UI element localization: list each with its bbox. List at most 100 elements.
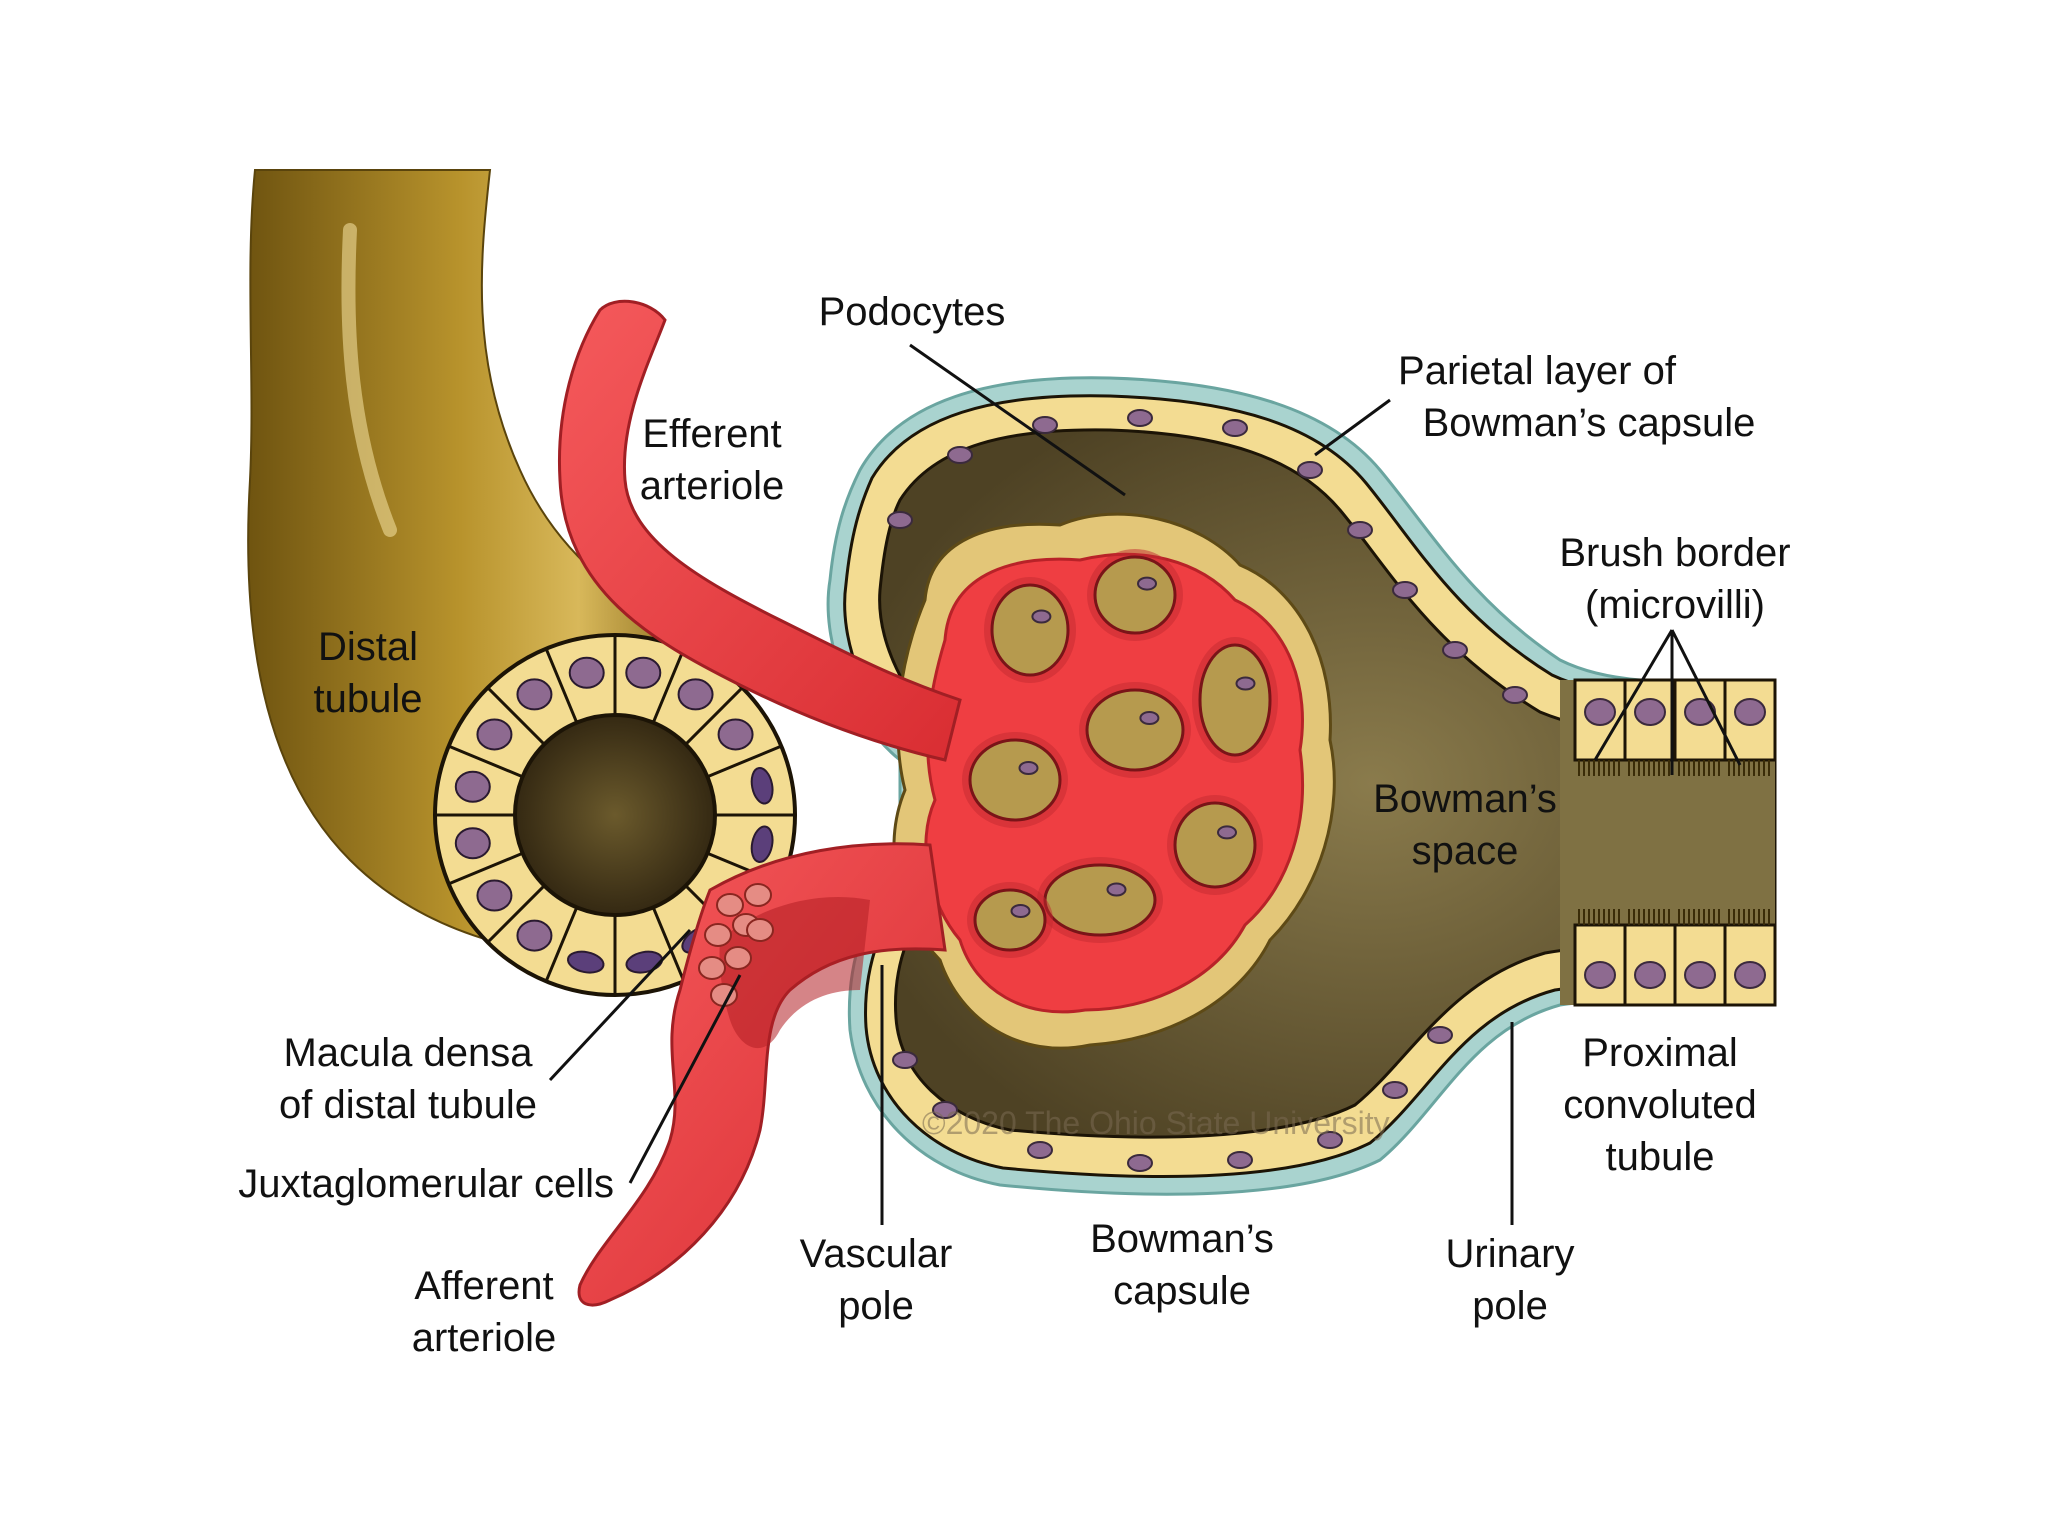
label-podocytes: Podocytes bbox=[819, 290, 1006, 334]
cell-wall bbox=[448, 744, 524, 779]
capillary-loop-gap bbox=[990, 583, 1070, 677]
parietal-nucleus bbox=[887, 511, 913, 529]
capillary-loop-gap bbox=[1043, 863, 1157, 937]
cell-wall bbox=[651, 906, 686, 982]
label-bowmans-capsule-line1: Bowman’s bbox=[1090, 1217, 1274, 1261]
parietal-nucleus bbox=[1317, 1131, 1343, 1149]
cell-wall bbox=[651, 648, 686, 724]
distal-tubule-cells bbox=[435, 635, 795, 995]
cell-nucleus bbox=[625, 656, 662, 689]
label-juxtaglomerular-cells: Juxtaglomerular cells bbox=[238, 1162, 614, 1206]
parietal-nucleus bbox=[1297, 461, 1323, 479]
cell-nucleus bbox=[1584, 961, 1616, 989]
cell-nucleus bbox=[1584, 698, 1616, 726]
watermark: ©2020 The Ohio State University bbox=[922, 1105, 1390, 1141]
macula-densa-nucleus bbox=[750, 825, 774, 864]
cell-nucleus bbox=[476, 718, 513, 751]
parietal-nucleus bbox=[1032, 416, 1058, 434]
cell-wall bbox=[544, 906, 579, 982]
parietal-nucleus bbox=[1127, 409, 1153, 427]
parietal-nucleus bbox=[1427, 1026, 1453, 1044]
cell-nucleus bbox=[1734, 698, 1766, 726]
label-brush-border-line1: Brush border bbox=[1559, 531, 1790, 575]
label-urinary-pole-line1: Urinary bbox=[1446, 1232, 1575, 1276]
cell-nucleus bbox=[1634, 698, 1666, 726]
label-bowmans-space-line2: space bbox=[1412, 829, 1519, 873]
label-parietal-line1: Parietal layer of bbox=[1398, 349, 1677, 393]
label-efferent-arteriole-line1: Efferent bbox=[642, 412, 781, 456]
cell-nucleus bbox=[1634, 961, 1666, 989]
parietal-nucleus bbox=[1502, 686, 1528, 704]
podocyte-nucleus bbox=[1137, 576, 1157, 591]
label-efferent-arteriole-line2: arteriole bbox=[640, 464, 785, 508]
cell-nucleus bbox=[516, 678, 553, 711]
parietal-nucleus bbox=[1127, 1154, 1153, 1172]
cell-nucleus bbox=[1734, 961, 1766, 989]
cell-nucleus bbox=[717, 718, 754, 751]
parietal-nucleus bbox=[1347, 521, 1373, 539]
label-afferent-arteriole-line1: Afferent bbox=[414, 1264, 553, 1308]
cell-nucleus bbox=[568, 656, 605, 689]
capillary-loop-gap bbox=[1198, 643, 1272, 757]
label-bowmans-space-line1: Bowman’s bbox=[1373, 777, 1557, 821]
efferent-arteriole bbox=[557, 299, 962, 762]
cell-nucleus bbox=[1684, 961, 1716, 989]
label-afferent-arteriole-line2: arteriole bbox=[412, 1316, 557, 1360]
parietal-nucleus bbox=[1382, 1081, 1408, 1099]
afferent-arteriole bbox=[577, 842, 947, 1307]
podocyte-nucleus bbox=[1106, 882, 1127, 897]
labels: Podocytes Efferent arteriole Parietal la… bbox=[238, 290, 1790, 1360]
leader-lines bbox=[548, 343, 1742, 1225]
cell-wall bbox=[486, 884, 546, 944]
label-bowmans-capsule-line2: capsule bbox=[1113, 1269, 1251, 1313]
cell-nucleus bbox=[454, 770, 491, 803]
macula-densa-nucleus bbox=[750, 766, 774, 805]
parietal-nucleus bbox=[892, 1051, 918, 1069]
parietal-nucleus bbox=[947, 446, 973, 464]
cell-nucleus bbox=[1684, 698, 1716, 726]
juxtaglomerular-cell-cluster bbox=[698, 883, 774, 1007]
cell-nucleus bbox=[454, 827, 491, 860]
juxtaglomerular-cell bbox=[744, 883, 772, 907]
label-parietal-line2: Bowman’s capsule bbox=[1423, 401, 1756, 445]
label-vascular-pole-line1: Vascular bbox=[800, 1232, 953, 1276]
capillary-loops bbox=[962, 549, 1278, 958]
juxtaglomerular-cell bbox=[698, 956, 726, 980]
cell-wall bbox=[486, 686, 546, 746]
capillary-loop-gap bbox=[973, 888, 1047, 952]
podocyte-nucleus bbox=[1139, 711, 1160, 725]
capillary-loop-gap bbox=[1093, 555, 1177, 635]
macula-densa-nucleus bbox=[566, 950, 605, 974]
capillary-loop-gap bbox=[1173, 801, 1257, 889]
brush-border-bottom bbox=[1573, 909, 1777, 1007]
podocyte-nucleus bbox=[1010, 904, 1031, 918]
juxtaglomerular-cell bbox=[716, 893, 744, 917]
parietal-nucleus bbox=[1442, 641, 1468, 659]
cell-wall bbox=[448, 851, 524, 886]
label-proximal-line3: tubule bbox=[1606, 1135, 1715, 1179]
label-brush-border-line2: (microvilli) bbox=[1585, 583, 1765, 627]
label-distal-tubule-line1: Distal bbox=[318, 625, 418, 669]
proximal-convoluted-tubule bbox=[1560, 678, 1777, 1007]
podocyte-nucleus bbox=[1235, 676, 1256, 691]
juxtaglomerular-cell bbox=[724, 946, 752, 970]
parietal-nucleus bbox=[1222, 419, 1248, 437]
podocyte-nucleus bbox=[1217, 825, 1237, 840]
brush-border-top bbox=[1573, 678, 1777, 776]
label-proximal-line1: Proximal bbox=[1582, 1031, 1738, 1075]
label-macula-densa-line2: of distal tubule bbox=[279, 1083, 537, 1127]
capillary-loop-gap bbox=[1085, 688, 1185, 772]
capillary-loop-gap bbox=[968, 738, 1062, 822]
label-vascular-pole-line2: pole bbox=[838, 1284, 914, 1328]
juxtaglomerular-cell bbox=[746, 918, 774, 942]
podocyte-nucleus bbox=[1031, 609, 1052, 624]
parietal-nucleus bbox=[1392, 581, 1418, 599]
cell-nucleus bbox=[476, 879, 513, 912]
label-proximal-line2: convoluted bbox=[1563, 1083, 1756, 1127]
cell-wall bbox=[544, 648, 579, 724]
parietal-nucleus bbox=[1027, 1141, 1053, 1159]
cell-nucleus bbox=[516, 919, 553, 952]
parietal-nucleus bbox=[932, 1101, 958, 1119]
cell-wall bbox=[706, 744, 782, 779]
